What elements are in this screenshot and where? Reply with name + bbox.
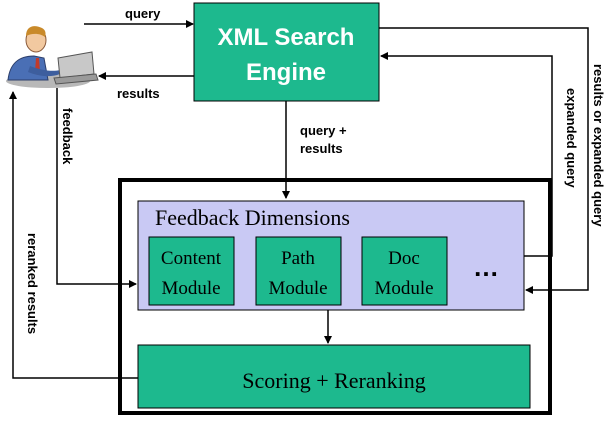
- xml-search-engine-box: [193, 2, 380, 102]
- results-label: results: [117, 86, 160, 101]
- feedback-arrow: [56, 88, 137, 288]
- expanded-query-label: expanded query: [564, 88, 579, 188]
- query-label: query: [125, 6, 161, 21]
- doc-module-label-line1: Doc: [388, 248, 420, 269]
- path-module-box: [255, 236, 342, 306]
- feedback-system-frame: [118, 178, 552, 415]
- results-or-expanded-query-label: results or expanded query: [591, 64, 606, 227]
- query-results-label-line2: results: [300, 141, 343, 156]
- content-module-label-line1: Content: [161, 248, 222, 269]
- doc-module-label-line2: Module: [374, 278, 433, 299]
- content-module-label-line2: Module: [161, 278, 220, 299]
- reranked-results-arrow: [9, 91, 138, 379]
- path-module-label-line2: Module: [268, 278, 327, 299]
- query-results-label-line1: query +: [300, 123, 347, 138]
- more-modules-ellipsis: …: [473, 252, 499, 282]
- feedback-label: feedback: [60, 108, 75, 165]
- user-at-laptop-icon: [6, 26, 99, 88]
- results-or-expanded-query-arrow: [379, 27, 589, 294]
- doc-module-box: [361, 236, 448, 306]
- content-module-box: [148, 236, 235, 306]
- reranked-results-label: reranked results: [25, 233, 40, 334]
- scoring-reranking-box: [137, 344, 531, 409]
- expanded-query-arrow: [380, 52, 553, 257]
- feedback-dimensions-title: Feedback Dimensions: [155, 205, 350, 230]
- scoring-reranking-label: Scoring + Reranking: [242, 368, 426, 393]
- xml-search-engine-label-line1: XML Search: [218, 24, 355, 51]
- path-module-label-line1: Path: [281, 248, 315, 269]
- xml-search-engine-label-line2: Engine: [246, 59, 326, 86]
